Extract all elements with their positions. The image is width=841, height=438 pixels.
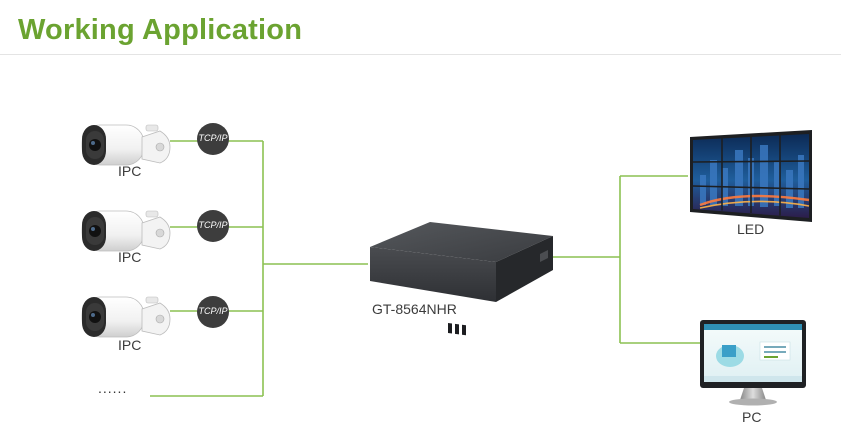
tcpip-badge-2 bbox=[197, 210, 229, 242]
camera-label-1: IPC bbox=[118, 163, 142, 179]
camera-connection-lines bbox=[150, 140, 368, 397]
tcpip-label-1: TCP/IP bbox=[198, 133, 228, 143]
tcpip-label-2: TCP/IP bbox=[198, 220, 228, 230]
tcpip-badge-3 bbox=[197, 296, 229, 328]
tcpip-label-3: TCP/IP bbox=[198, 306, 228, 316]
page-title: Working Application bbox=[18, 14, 303, 46]
pc-label: PC bbox=[742, 409, 762, 425]
tcpip-badges bbox=[197, 123, 229, 328]
pc-monitor bbox=[700, 320, 806, 406]
camera-label-3: IPC bbox=[118, 337, 142, 353]
ip-camera-3 bbox=[81, 296, 171, 338]
ip-camera-2 bbox=[81, 210, 171, 252]
led-video-wall bbox=[690, 130, 812, 222]
ip-camera-1 bbox=[81, 124, 171, 166]
recorder-label: GT-8564NHR bbox=[372, 301, 457, 317]
output-connection-lines bbox=[552, 175, 700, 344]
led-label: LED bbox=[737, 221, 765, 237]
nvr-recorder bbox=[370, 222, 553, 336]
more-cameras-indicator: ...... bbox=[98, 380, 128, 396]
tcpip-badge-1 bbox=[197, 123, 229, 155]
title-divider bbox=[0, 54, 841, 55]
camera-label-2: IPC bbox=[118, 249, 142, 265]
